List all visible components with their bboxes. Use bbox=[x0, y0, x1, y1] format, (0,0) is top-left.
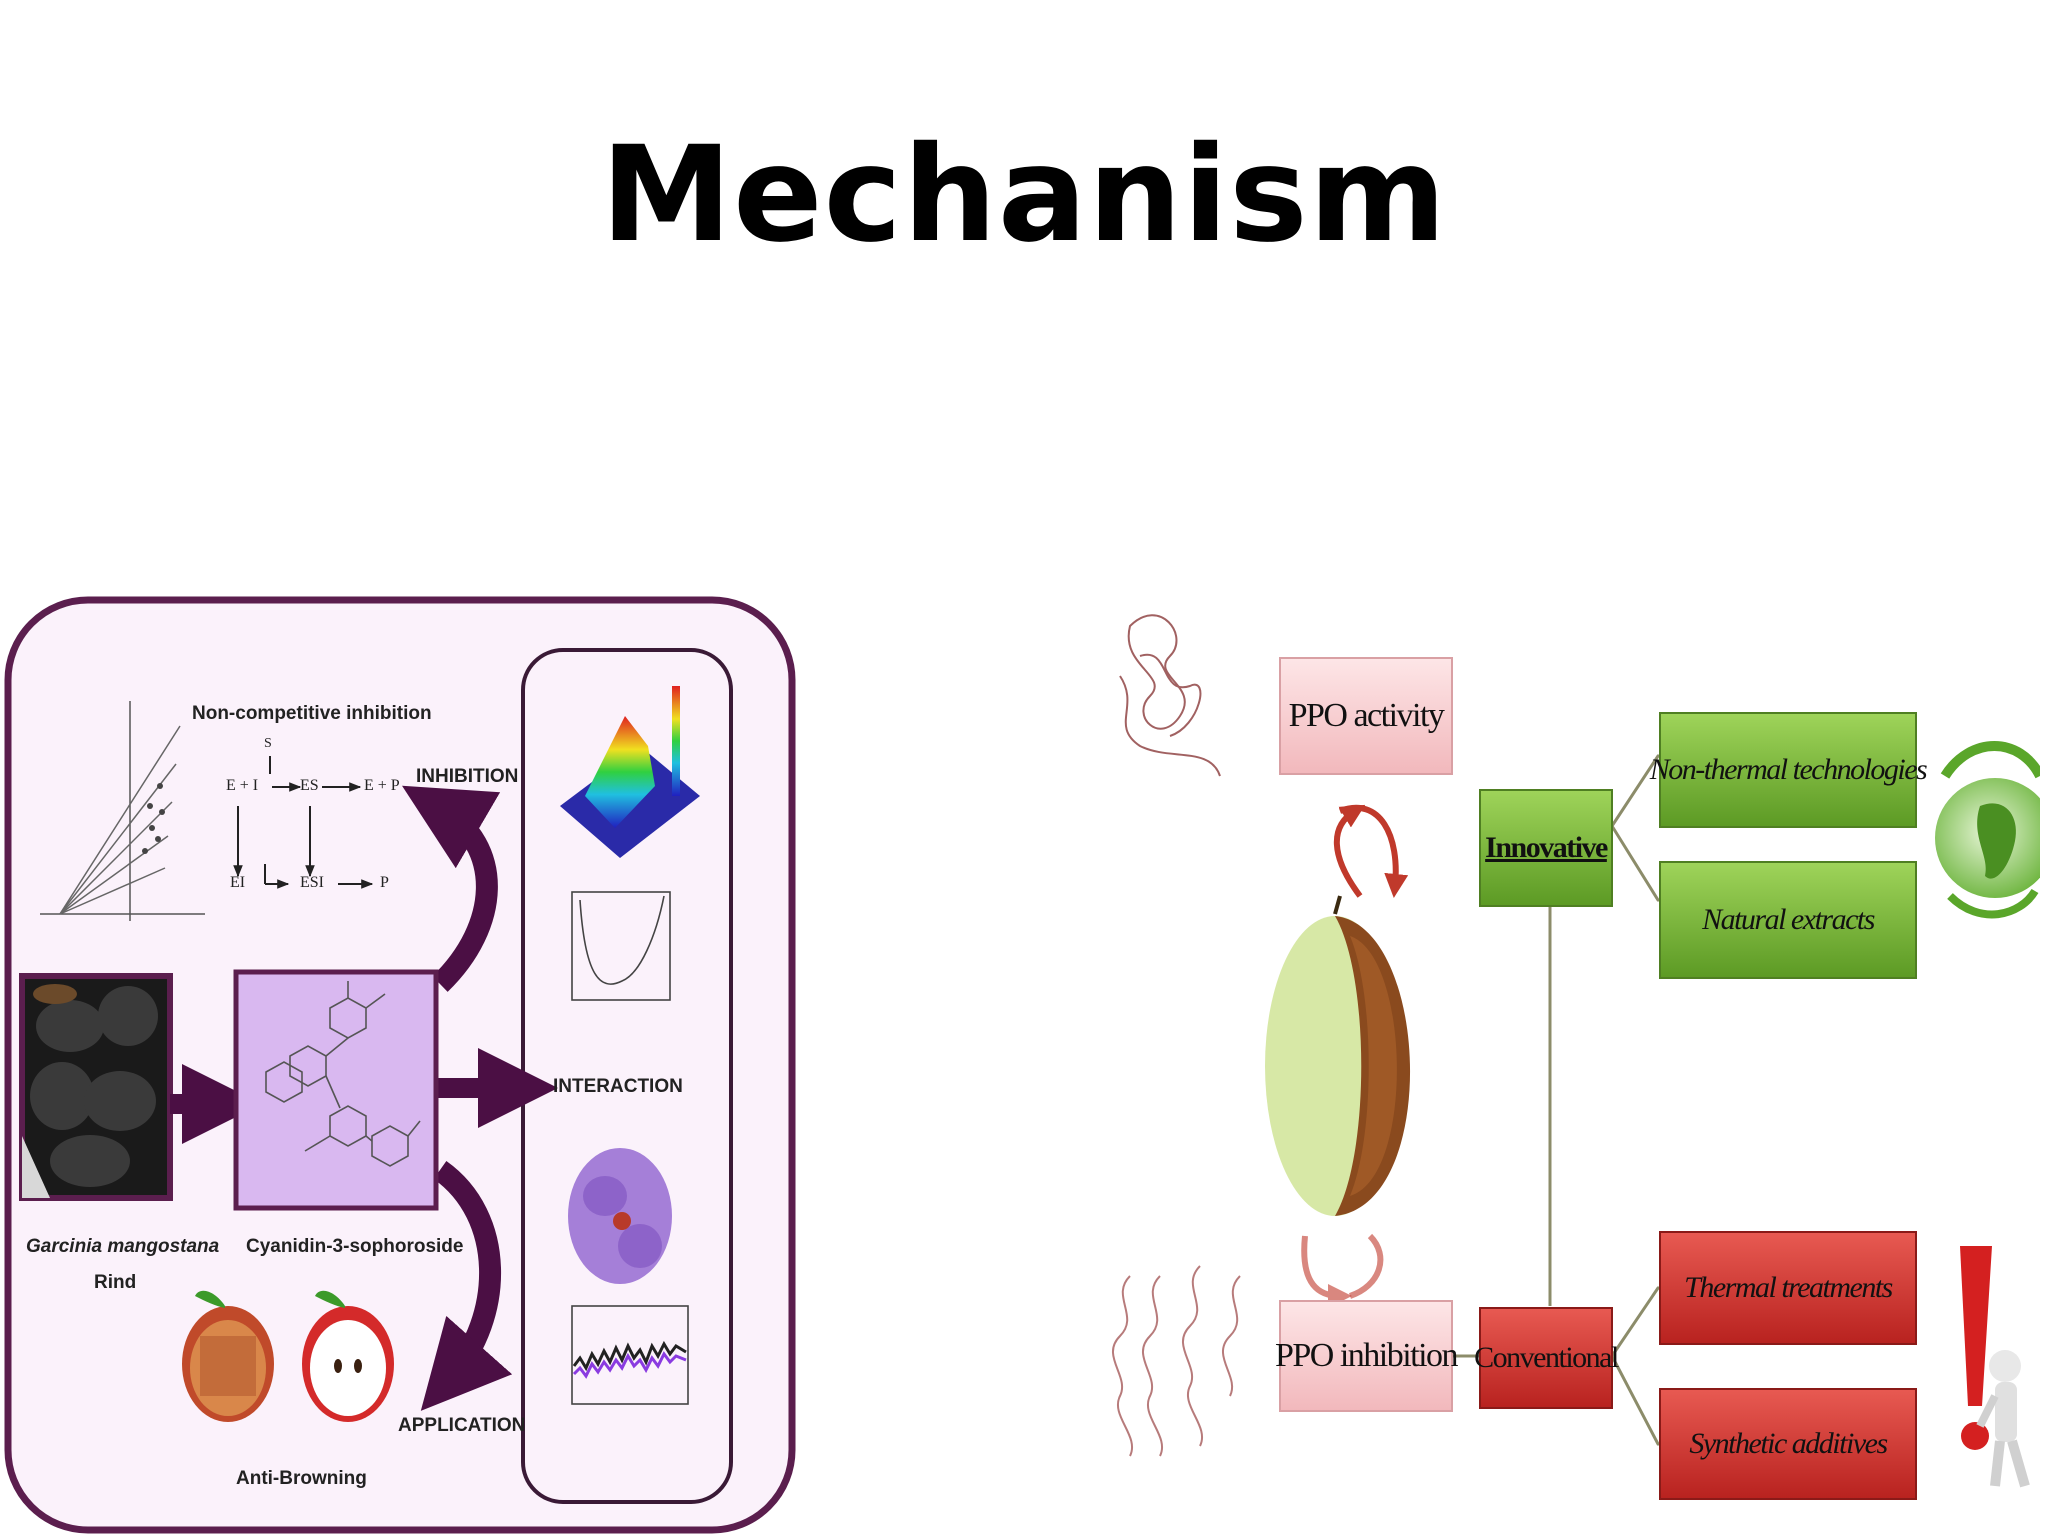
inhibition-label: INHIBITION bbox=[416, 766, 519, 787]
eco-globe-icon bbox=[1935, 741, 2040, 919]
inhibited-protein-icon bbox=[1112, 1265, 1241, 1457]
non-thermal-label: Non-thermal technologies bbox=[1649, 753, 1928, 786]
interaction-label: INTERACTION bbox=[553, 1076, 683, 1097]
browning-apple bbox=[1265, 895, 1411, 1216]
natural-extracts-box bbox=[1659, 861, 1917, 979]
inhibition-arrow bbox=[402, 785, 501, 992]
scheme-e-p: E + P bbox=[364, 777, 400, 794]
scheme-s: S bbox=[264, 736, 272, 751]
right-figure bbox=[1112, 614, 2040, 1500]
source-label-line2: Rind bbox=[94, 1272, 137, 1293]
spectrum-plot bbox=[571, 891, 671, 1001]
slide-title: Mechanism bbox=[600, 118, 1448, 272]
protein-structure bbox=[568, 1148, 672, 1284]
scheme-ei: EI bbox=[230, 874, 246, 891]
compound-label: Cyanidin-3-sophoroside bbox=[246, 1236, 464, 1257]
ppo-activity-label: PPO activity bbox=[1288, 697, 1445, 734]
outcome-label: Anti-Browning bbox=[236, 1468, 367, 1489]
synthetic-box bbox=[1659, 1388, 1917, 1500]
browned-apple bbox=[182, 1290, 274, 1422]
non-thermal-box bbox=[1659, 712, 1917, 828]
inhibition-type-label: Non-competitive inhibition bbox=[192, 703, 432, 724]
innovative-box bbox=[1479, 789, 1613, 907]
left-figure bbox=[4, 596, 796, 1534]
scheme-esi: ESI bbox=[300, 874, 324, 891]
compound-box bbox=[233, 969, 439, 1211]
conventional-box bbox=[1479, 1307, 1613, 1409]
kinetics-plot bbox=[40, 701, 205, 921]
scheme-p: P bbox=[380, 874, 389, 891]
synthetic-label: Synthetic additives bbox=[1689, 1427, 1888, 1460]
cycle-arrow-top bbox=[1333, 804, 1366, 898]
thermal-label: Thermal treatments bbox=[1684, 1271, 1893, 1304]
ppo-activity-box bbox=[1279, 657, 1453, 775]
molecule-structure bbox=[265, 981, 421, 1167]
ppo-protein-icon bbox=[1119, 614, 1221, 777]
cycle-arrow-bottom bbox=[1301, 1235, 1352, 1308]
source-label-line1: Garcinia mangostana bbox=[26, 1236, 220, 1257]
thermal-box bbox=[1659, 1231, 1917, 1345]
application-arrow bbox=[420, 1161, 513, 1411]
innovative-label: Innovative bbox=[1485, 831, 1608, 864]
fresh-apple bbox=[302, 1290, 394, 1422]
application-label: APPLICATION bbox=[398, 1415, 526, 1436]
scheme-es: ES bbox=[300, 777, 319, 794]
scheme-e-i: E + I bbox=[226, 777, 259, 794]
ppo-inhibition-box bbox=[1279, 1300, 1453, 1412]
surface-plot bbox=[560, 686, 700, 858]
ppo-inhibition-label: PPO inhibition bbox=[1274, 1337, 1459, 1374]
natural-extracts-label: Natural extracts bbox=[1702, 903, 1875, 936]
md-trajectory-plot bbox=[571, 1305, 689, 1405]
warning-figure-icon bbox=[1960, 1246, 2030, 1488]
conventional-label: Conventional bbox=[1474, 1341, 1619, 1374]
